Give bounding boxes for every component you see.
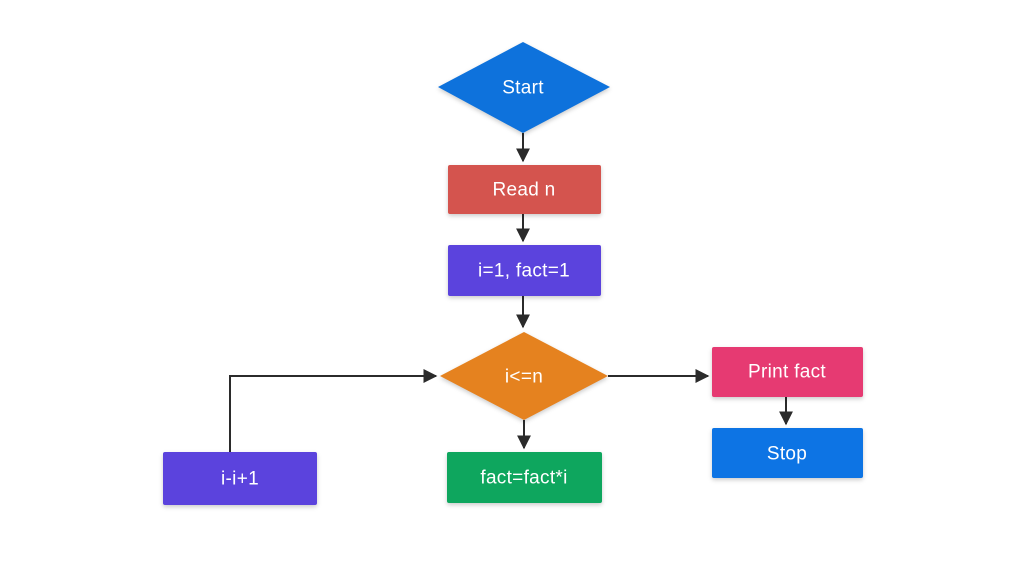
increment-node-shape <box>163 452 317 505</box>
multiply-node-label: fact=fact*i <box>480 468 567 489</box>
print-fact-node-label: Print fact <box>748 362 826 383</box>
node-increment: i-i+1 <box>163 452 317 505</box>
node-stop: Stop <box>712 428 863 478</box>
condition-node-shape <box>440 332 608 420</box>
node-multiply: fact=fact*i <box>447 452 602 503</box>
node-init: i=1, fact=1 <box>448 245 601 296</box>
edge-increment-to-condition <box>229 369 438 452</box>
start-node-label: Start <box>502 78 544 99</box>
start-node-shape <box>438 42 610 133</box>
node-start: Start <box>438 42 610 133</box>
node-condition: i<=n <box>440 332 608 420</box>
read-n-node-label: Read n <box>492 180 555 201</box>
init-node-shape <box>448 245 601 296</box>
multiply-node-shape <box>447 452 602 503</box>
stop-node-label: Stop <box>767 444 807 465</box>
condition-node-label: i<=n <box>505 367 543 388</box>
read-n-node-shape <box>448 165 601 214</box>
node-print-fact: Print fact <box>712 347 863 397</box>
node-read-n: Read n <box>448 165 601 214</box>
stop-node-shape <box>712 428 863 478</box>
print-fact-node-shape <box>712 347 863 397</box>
increment-node-label: i-i+1 <box>221 469 259 490</box>
init-node-label: i=1, fact=1 <box>478 261 570 282</box>
